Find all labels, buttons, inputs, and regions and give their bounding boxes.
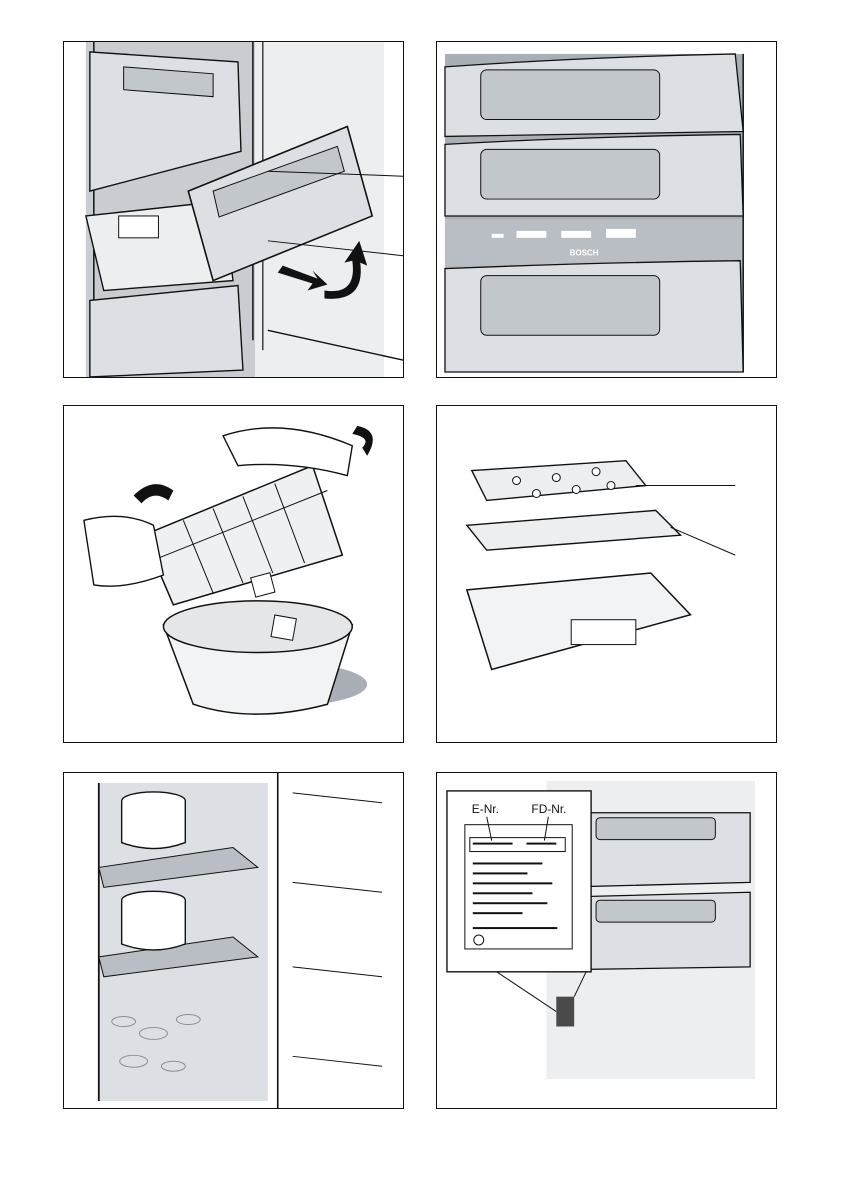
pots-on-shelves-illustration [64,773,403,1108]
e-nr-label: E-Nr. [472,802,499,816]
fd-nr-label: FD-Nr. [531,802,566,816]
figure-rating-plate: E-Nr. FD-Nr. [436,772,777,1109]
rating-plate-illustration: E-Nr. FD-Nr. [437,773,776,1108]
figure-drawer-parts [436,405,777,743]
figure-freezer-front: BOSCH [436,41,777,378]
figure-pots-on-shelves [63,772,404,1109]
drawer-parts-illustration [437,406,776,742]
freezer-front-illustration: BOSCH [437,42,776,377]
figure-ice-tray [63,405,404,743]
ice-tray-illustration [64,406,403,742]
figure-drawer-removal [63,41,404,378]
brand-label: BOSCH [570,249,599,258]
drawer-removal-illustration [64,42,403,377]
